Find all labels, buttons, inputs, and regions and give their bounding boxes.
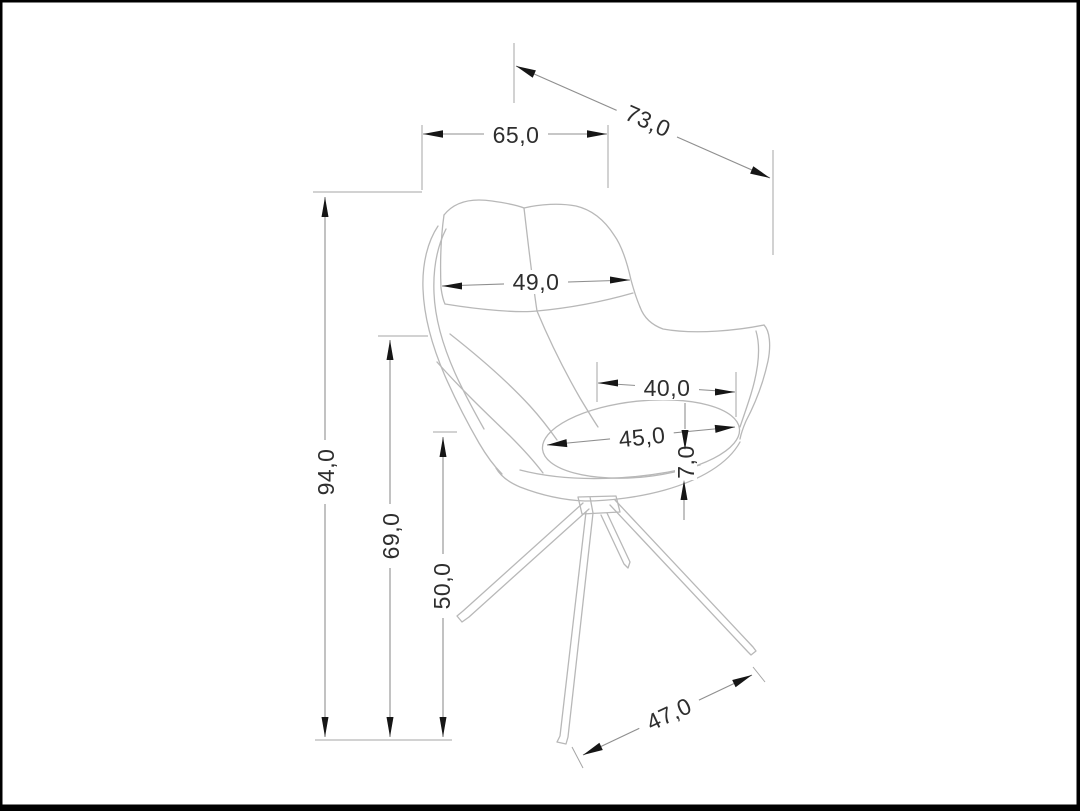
label-halo (608, 421, 676, 453)
tick-base-span-right (752, 666, 766, 683)
armrest-right-inner-edge (739, 330, 760, 428)
frame-left (0, 0, 3, 811)
leg-front-left (556, 511, 594, 745)
arrow-seatheight-top (439, 437, 447, 457)
dimension-lines (324, 65, 771, 756)
backrest-seam-lower (536, 310, 599, 428)
label-seat-height: 50,0 (429, 554, 455, 618)
label-seat-depth: 40,0 (635, 375, 699, 401)
backrest-wing-top-edge (639, 306, 765, 333)
seat-top-outline (541, 399, 741, 479)
backrest-top-edge (443, 199, 641, 308)
label-seat-depth-text: 40,0 (644, 375, 691, 401)
base-hub (577, 495, 621, 515)
label-backrest-width-text: 49,0 (513, 269, 560, 295)
label-halo (635, 376, 699, 400)
arrow-seatdepth-right (715, 388, 735, 396)
frame-top (0, 0, 1080, 3)
leg-rear-right (600, 512, 631, 569)
label-base-span: 47,0 (633, 688, 705, 740)
arrow-basespan-left (583, 742, 603, 755)
frame-right (1076, 0, 1080, 811)
label-backrest-width: 49,0 (504, 269, 568, 295)
leg-front-right (609, 499, 757, 656)
arrow-armheight-bottom (386, 717, 394, 737)
label-halo (379, 504, 403, 568)
arrow-depth-bottom (750, 166, 770, 178)
label-halo (484, 123, 548, 147)
label-depth-diagonal: 73,0 (612, 95, 684, 147)
label-width-top: 65,0 (484, 122, 548, 148)
label-halo (430, 554, 454, 618)
extension-lines (313, 43, 774, 769)
label-armrest-height-text: 69,0 (378, 513, 404, 560)
arrow-thickness-bottom (680, 480, 688, 500)
label-halo (675, 444, 697, 480)
label-seat-thickness-text: 7,0 (673, 445, 699, 478)
arrow-basespan-right (732, 675, 752, 688)
label-halo (314, 440, 338, 504)
shell-left-inner-edge (433, 228, 485, 430)
arrow-backrest-right (610, 276, 630, 284)
frame-bottom (0, 804, 1080, 811)
backrest-vertical-seam (523, 207, 538, 312)
label-armrest-height: 69,0 (378, 504, 404, 568)
label-depth-diagonal-text: 73,0 (621, 100, 674, 143)
arrow-width-left (423, 130, 443, 138)
label-total-height-text: 94,0 (313, 449, 339, 496)
label-halo (504, 270, 568, 294)
label-seat-width: 45,0 (608, 421, 676, 453)
backrest-left-edge (439, 214, 446, 305)
dimension-labels: 65,0 73,0 49,0 40,0 45,0 7,0 94,0 69,0 (313, 95, 705, 740)
arrow-width-right (587, 130, 607, 138)
armrest-left-top-curve (449, 333, 558, 441)
arrow-armheight-top (386, 340, 394, 360)
label-width-top-text: 65,0 (493, 122, 540, 148)
label-seat-thickness: 7,0 (673, 444, 699, 480)
arrow-seatheight-bottom (439, 717, 447, 737)
label-halo (633, 688, 705, 740)
arrow-thickness-top (681, 430, 689, 450)
label-total-height: 94,0 (313, 440, 339, 504)
arrow-seatdepth-left (598, 379, 618, 387)
arrow-backrest-left (442, 282, 462, 290)
shell-left-outer-edge (422, 225, 503, 475)
armrest-left-front-curve (436, 361, 544, 474)
seat-under-shell (495, 441, 741, 502)
label-halo (612, 95, 684, 147)
arrow-totalheight-top (321, 197, 329, 217)
armrest-right-outer-edge (739, 324, 771, 440)
label-seat-width-text: 45,0 (617, 422, 666, 453)
arrow-totalheight-bottom (321, 717, 329, 737)
dimension-arrowheads (321, 66, 770, 755)
arrow-seatwidth-right (714, 424, 735, 433)
arrow-seatwidth-left (547, 439, 568, 448)
leg-rear-left (456, 502, 590, 623)
backrest-horizontal-seam (444, 292, 634, 313)
label-seat-height-text: 50,0 (429, 563, 455, 610)
label-base-span-text: 47,0 (642, 692, 695, 735)
tick-base-span-left (571, 746, 584, 769)
chair-illustration (422, 199, 771, 745)
arrow-depth-top (516, 66, 536, 78)
